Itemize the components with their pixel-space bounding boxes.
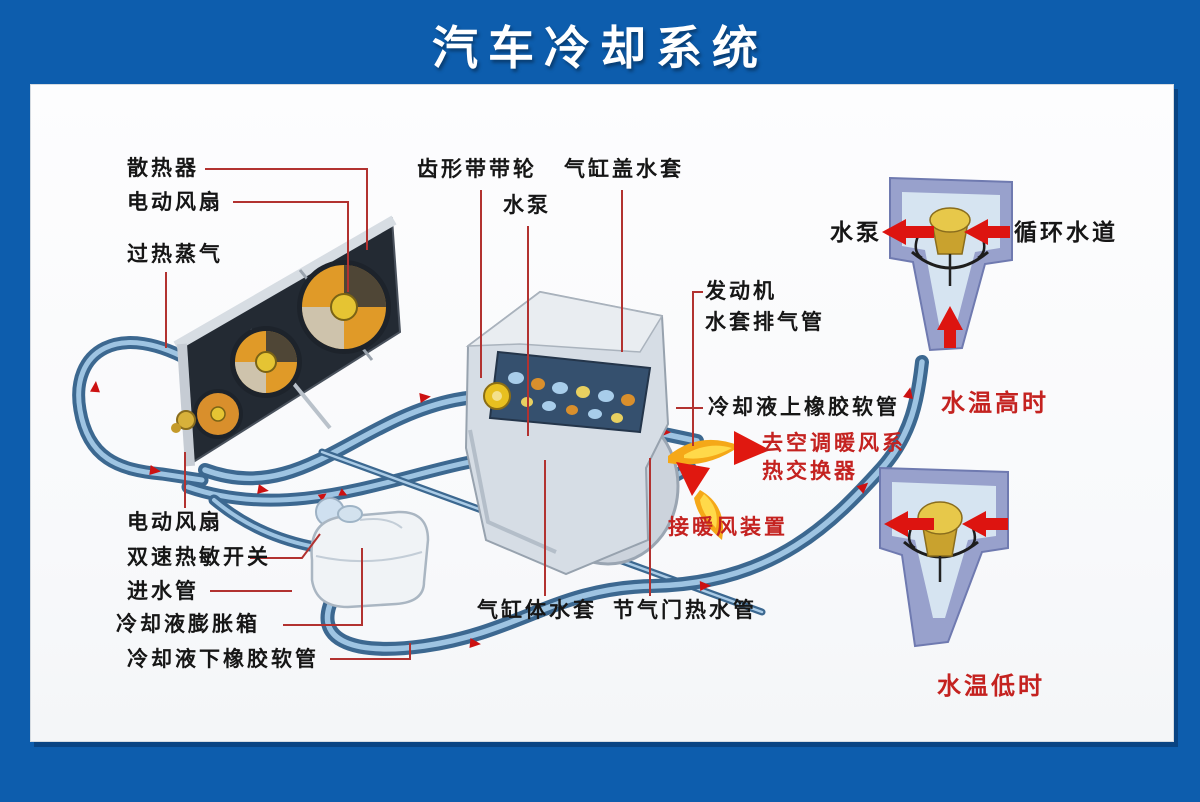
label-lower-hose: 冷却液下橡胶软管 [127, 648, 319, 671]
caption-temp-low: 水温低时 [937, 673, 1045, 700]
label-leader-lines [165, 168, 703, 660]
thermostat-closed-illustration [879, 466, 1009, 648]
label-expansion-tank: 冷却液膨胀箱 [116, 613, 260, 636]
radiator-illustration [171, 215, 402, 467]
label-fan-top: 电动风扇 [127, 191, 223, 214]
expansion-tank-illustration [310, 497, 430, 609]
flame-arrow-right-icon [668, 431, 770, 465]
label-water-pump: 水泵 [503, 194, 551, 217]
label-belt-pulley: 齿形带带轮 [417, 158, 537, 181]
label-block-jacket: 气缸体水套 [477, 599, 597, 622]
label-overheat-steam: 过热蒸气 [127, 243, 223, 266]
label-engine: 发动机 [705, 280, 777, 303]
label-head-jacket: 气缸盖水套 [564, 158, 684, 181]
flame-arrow-up-icon [676, 462, 724, 540]
label-dual-speed-switch: 双速热敏开关 [127, 546, 271, 569]
label-to-heater-line1: 去空调暖风系 [762, 432, 906, 455]
label-thermostat-pump: 水泵 [830, 219, 882, 245]
page-title: 汽车冷却系统 [432, 22, 768, 74]
label-upper-hose: 冷却液上橡胶软管 [708, 396, 900, 419]
label-fan-bottom: 电动风扇 [127, 511, 223, 534]
caption-temp-high: 水温高时 [941, 390, 1049, 417]
label-heater-connect: 接暖风装置 [668, 516, 788, 539]
engine-illustration [464, 290, 680, 576]
label-to-heater-line2: 热交换器 [762, 460, 858, 483]
label-throttle-pipe: 节气门热水管 [613, 599, 757, 622]
label-circulation-channel: 循环水道 [1014, 219, 1118, 245]
label-inlet-pipe: 进水管 [127, 580, 199, 603]
label-jacket-exhaust: 水套排气管 [705, 311, 825, 334]
thermostat-open-illustration [882, 176, 1013, 352]
label-radiator: 散热器 [127, 157, 199, 180]
